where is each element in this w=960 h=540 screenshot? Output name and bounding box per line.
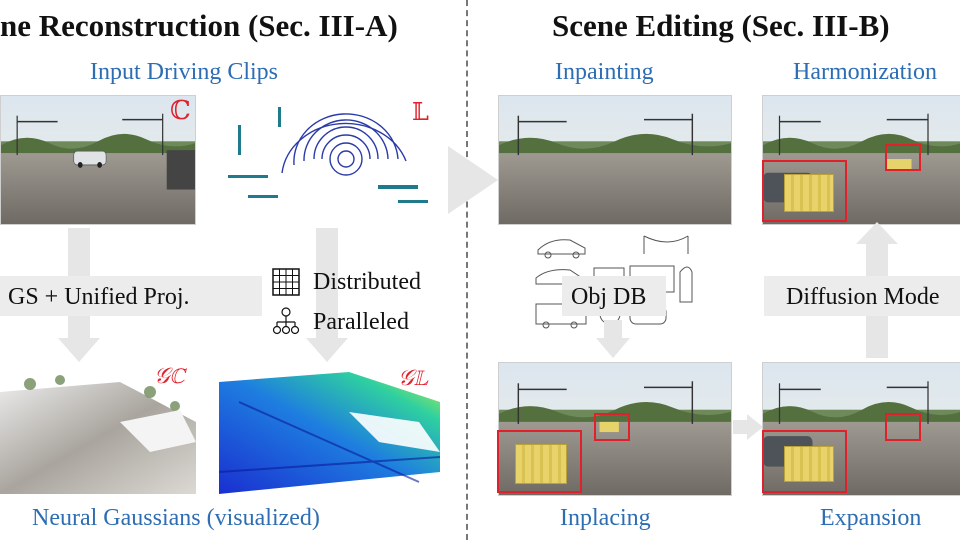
arrow-shaft-objdb [604,320,622,340]
method-band [0,276,262,316]
section-divider [466,0,468,540]
barrier-object [784,174,834,212]
harmonization-highlight-large [762,160,847,222]
barrier-object-inplaced [515,444,567,484]
gaussian-lidar-symbol: 𝒢𝕃 [398,366,429,391]
feature-distributed: Distributed [313,269,421,295]
editing-title: Scene Editing (Sec. III-B) [552,8,890,43]
barrier-object-expanded [784,446,834,482]
neural-gaussians-label: Neural Gaussians (visualized) [32,505,320,531]
grid-icon [272,268,300,296]
method-label: GS + Unified Proj. [8,284,190,310]
inplacing-label: Inplacing [560,505,651,531]
input-lidar-image [218,95,440,223]
inplacing-image [498,362,732,496]
inpainting-image [498,95,732,225]
gaussian-camera-symbol: 𝒢ℂ [154,364,185,389]
reconstruction-title: ne Reconstruction (Sec. III-A) [0,8,398,43]
expansion-highlight-large [762,430,847,493]
expansion-highlight-small [885,413,921,441]
gaussian-camera-visualization [0,362,196,494]
obj-db-label: Obj DB [571,284,647,310]
arrow-shaft-expansion [733,420,749,434]
camera-symbol: ℂ [170,96,191,126]
input-camera-image [0,95,196,225]
feature-paralleled: Paralleled [313,309,409,335]
lidar-symbol: 𝕃 [412,98,429,126]
arrow-head-lidar [306,338,348,362]
inplacing-highlight-large [497,430,582,493]
harmonization-label: Harmonization [793,59,937,85]
arrow-head-camera [58,338,100,362]
diffusion-label: Diffusion Mode [786,284,940,310]
expansion-label: Expansion [820,505,922,531]
network-icon [272,306,300,336]
arrow-head-objdb [596,338,630,358]
arrow-head-diffusion [856,222,898,244]
inpainting-label: Inpainting [555,59,654,85]
arrow-head-expansion [747,414,763,440]
input-clips-label: Input Driving Clips [90,59,279,85]
obj-db-band [562,276,666,316]
diffusion-band [764,276,960,316]
gaussian-lidar-visualization [219,362,440,494]
arrow-shaft-lidar [316,228,338,340]
inplacing-highlight-small [594,413,630,441]
flow-arrow-right [448,146,498,214]
harmonization-highlight-small [885,144,921,171]
